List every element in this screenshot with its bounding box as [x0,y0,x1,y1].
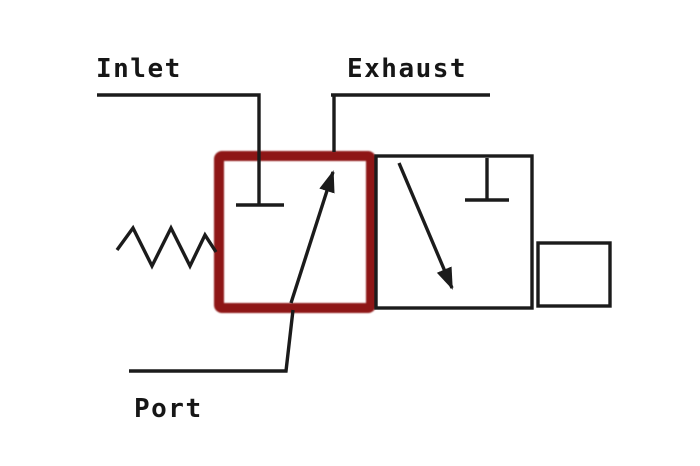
second-position-box [374,154,534,310]
highlighted-position-box [214,151,376,313]
exhaust-label: Exhaust [347,54,467,84]
labels-group: Inlet Exhaust Port [96,54,467,424]
right-flow-arrow-icon [397,162,454,290]
pilot-actuator-box [536,241,612,308]
port-label: Port [134,394,203,424]
diagram-lines [97,93,612,373]
inlet-label: Inlet [96,54,182,84]
exhaust-flow-arrow-icon [289,170,335,304]
inlet-leader-line [97,93,261,205]
spring-icon [115,224,218,270]
port-leader-line [129,309,295,373]
